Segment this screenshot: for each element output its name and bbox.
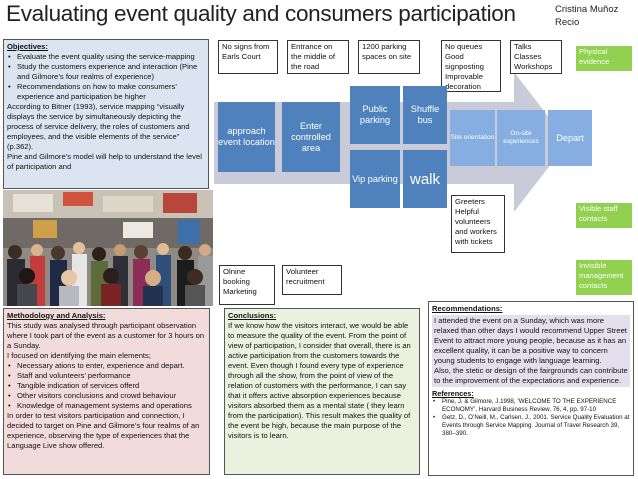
objectives-heading: Objectives: <box>7 42 48 51</box>
methodology-heading: Methodology and Analysis: <box>7 311 106 320</box>
note-entrance: Entrance on the middle of the road <box>287 40 349 74</box>
stage-walk: walk <box>403 150 447 208</box>
note-volunteer: Volunteer recruitment <box>282 265 342 295</box>
references-heading: References: <box>432 389 474 398</box>
note-no-queues: No queues Good signposting Improvable de… <box>441 40 501 92</box>
recommendations-panel: Recommendations: I attended the event on… <box>428 301 634 476</box>
list-item: Necessary ations to enter, experience an… <box>7 361 206 371</box>
note-no-signs: No signs from Earls Court <box>218 40 278 74</box>
references-section: References: Pine, J. & Gilmore, J.1998, … <box>432 390 630 438</box>
stage-onsite-experiences: On-site experiences <box>497 110 545 166</box>
crowd-image <box>3 190 213 306</box>
note-talks: Talks Classes Workshops <box>510 40 562 74</box>
recommendations-heading: Recommendations: <box>432 304 503 313</box>
stage-approach: approach event location <box>218 102 275 172</box>
conclusions-panel: Conclusions: If we know how the visitors… <box>224 308 420 475</box>
list-item: Other visitors conclusions and crowd beh… <box>7 391 206 401</box>
list-item: Pine, J. & Gilmore, J.1998, ‘WELCOME TO … <box>432 398 630 414</box>
event-crowd-photo <box>3 190 213 306</box>
list-item: Getz, D., O’Neill, M., Carlsen, J., 2001… <box>432 414 630 438</box>
objectives-body: According to Bitner (1993), service mapp… <box>7 102 190 151</box>
methodology-focus: I focused on identifying the main elemen… <box>7 351 151 360</box>
stage-enter: Enter controlled area <box>282 102 340 172</box>
list-item: Study the customers experience and inter… <box>7 62 205 82</box>
recommendations-text: I attended the event on a Sunday, which … <box>432 315 630 387</box>
conclusions-body: If we know how the visitors interact, we… <box>228 321 411 440</box>
methodology-intro: This study was analysed through particip… <box>7 321 205 350</box>
conclusions-heading: Conclusions: <box>228 311 277 320</box>
methodology-body: In order to test visitors participation … <box>7 411 200 450</box>
recommendations-body: I attended the event on a Sunday, which … <box>434 316 627 365</box>
legend-physical-evidence: Physical evidence <box>576 46 632 71</box>
list-item: Tangible indication of services offerd <box>7 381 206 391</box>
page-title: Evaluating event quality and consumers p… <box>6 1 516 26</box>
objectives-body-2: Pine and Gilmore’s model will help to un… <box>7 152 202 171</box>
author-name: Cristina Muñoz Recio <box>555 4 619 28</box>
note-parking-spaces: 1200 parking spaces on site <box>358 40 420 74</box>
legend-visible-staff: Visible staff contacts <box>576 203 632 228</box>
stage-site-orientation: Site orientation <box>450 110 495 166</box>
note-greeters: Greeters Helpful volunteers and workers … <box>451 195 505 253</box>
list-item: Evaluate the event quality using the ser… <box>7 52 205 62</box>
note-online-booking: Olnine booking Marketing <box>219 265 275 305</box>
stage-shuffle-bus: Shuffle bus <box>403 86 447 144</box>
stage-vip-parking: Vip parking <box>350 150 400 208</box>
stage-public-parking: Public parking <box>350 86 400 144</box>
objectives-panel: Objectives: Evaluate the event quality u… <box>3 39 209 189</box>
list-item: Staff and volunteers’ performance <box>7 371 206 381</box>
list-item: Recommendations on how to make consumers… <box>7 82 205 102</box>
legend-invisible-management: Invisible management contacts <box>576 260 632 295</box>
references-list: Pine, J. & Gilmore, J.1998, ‘WELCOME TO … <box>432 398 630 438</box>
methodology-list: Necessary ations to enter, experience an… <box>7 361 206 411</box>
recommendations-body-2: Also, the stetic or design of the fairgr… <box>434 366 628 385</box>
stage-depart: Depart <box>548 110 592 166</box>
methodology-panel: Methodology and Analysis: This study was… <box>3 308 210 475</box>
list-item: Knowledge of management systems and oper… <box>7 401 206 411</box>
objectives-list: Evaluate the event quality using the ser… <box>7 52 205 102</box>
